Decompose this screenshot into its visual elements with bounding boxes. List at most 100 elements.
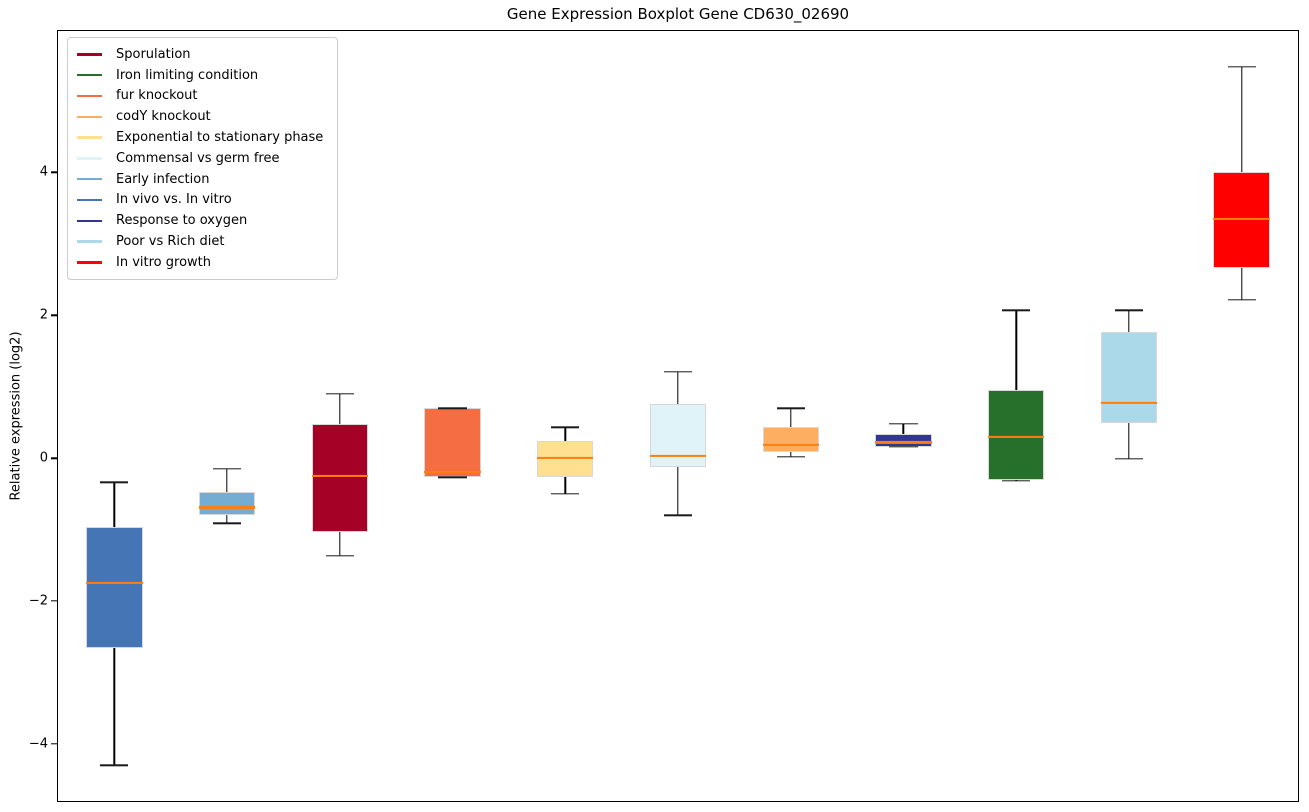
whisker-cap-upper — [438, 407, 467, 409]
y-tick-label: −2 — [28, 593, 48, 609]
legend-swatch — [77, 240, 102, 243]
y-tick-label: 2 — [39, 307, 48, 323]
legend-item: Response to oxygen — [77, 210, 323, 231]
whisker-cap-lower — [1227, 298, 1256, 301]
whisker-lower — [339, 532, 341, 556]
legend-item: codY knockout — [77, 106, 323, 127]
whisker-lower — [1240, 268, 1243, 300]
legend-label: Iron limiting condition — [116, 67, 259, 83]
whisker-upper — [902, 423, 905, 434]
whisker-upper — [339, 393, 341, 424]
whisker-cap-upper — [551, 426, 580, 429]
legend-label: In vitro growth — [116, 254, 211, 270]
median-line — [649, 454, 707, 458]
y-axis-label: Relative expression (log2) — [8, 331, 24, 501]
box-cody-knockout — [762, 427, 819, 453]
whisker-cap-upper — [325, 393, 354, 395]
whisker-upper — [677, 371, 679, 404]
legend-item: In vivo vs. In vitro — [77, 190, 323, 211]
whisker-cap-lower — [776, 456, 805, 458]
whisker-cap-upper — [1114, 309, 1143, 311]
box-fur-knockout — [424, 408, 481, 478]
legend-swatch — [77, 53, 102, 56]
whisker-upper — [113, 482, 116, 528]
y-tick-label: 0 — [39, 450, 48, 466]
median-line — [424, 470, 481, 473]
whisker-cap-upper — [1002, 309, 1031, 311]
chart-title: Gene Expression Boxplot Gene CD630_02690 — [506, 5, 850, 23]
y-tick — [51, 171, 57, 174]
whisker-upper — [1128, 310, 1130, 332]
whisker-cap-lower — [663, 514, 693, 516]
legend-item: Poor vs Rich diet — [77, 231, 323, 252]
legend-item: Early infection — [77, 169, 323, 190]
legend-label: Early infection — [116, 171, 210, 187]
whisker-lower — [1128, 423, 1130, 459]
box-iron-limiting-condition — [988, 389, 1045, 481]
whisker-lower — [113, 648, 116, 766]
median-line — [537, 457, 594, 460]
median-line — [988, 435, 1045, 438]
y-tick-label: 4 — [39, 164, 48, 180]
legend-label: fur knockout — [116, 88, 198, 104]
legend-label: Commensal vs germ free — [116, 150, 280, 166]
whisker-cap-upper — [776, 407, 805, 409]
y-tick — [51, 743, 57, 745]
legend-label: Poor vs Rich diet — [116, 234, 225, 250]
legend-swatch — [77, 136, 102, 139]
y-tick-label: −4 — [28, 736, 48, 752]
median-line — [311, 474, 368, 478]
whisker-cap-upper — [663, 371, 693, 373]
median-line — [762, 443, 819, 446]
box-poor-vs-rich-diet — [1100, 331, 1158, 424]
legend-label: Exponential to stationary phase — [116, 130, 324, 146]
y-tick — [51, 314, 57, 316]
legend-label: Response to oxygen — [116, 213, 248, 229]
legend-label: In vivo vs. In vitro — [116, 192, 232, 208]
whisker-cap-upper — [1227, 66, 1256, 68]
whisker-cap-lower — [325, 555, 354, 557]
legend-swatch — [77, 73, 102, 77]
legend-swatch — [77, 157, 102, 160]
median-line — [1100, 402, 1158, 405]
y-tick — [51, 600, 57, 602]
whisker-upper — [564, 427, 566, 441]
median-line — [86, 582, 143, 585]
whisker-upper — [1240, 66, 1243, 172]
legend-swatch — [77, 177, 102, 181]
whisker-cap-lower — [213, 522, 242, 524]
median-line — [198, 506, 256, 509]
whisker-lower — [677, 467, 679, 516]
legend-item: Iron limiting condition — [77, 65, 323, 86]
whisker-cap-upper — [100, 481, 129, 484]
legend-swatch — [77, 198, 102, 202]
whisker-cap-upper — [213, 468, 242, 470]
whisker-lower — [790, 452, 792, 457]
legend-label: codY knockout — [116, 109, 211, 125]
legend-item: Exponential to stationary phase — [77, 127, 323, 148]
whisker-cap-upper — [889, 423, 918, 425]
whisker-upper — [790, 408, 792, 428]
box-response-to-oxygen — [875, 433, 932, 447]
whisker-cap-lower — [551, 493, 580, 495]
median-line — [875, 441, 932, 444]
box-in-vivo-vs-in-vitro — [86, 527, 143, 649]
whisker-upper — [226, 468, 228, 493]
whisker-upper — [1015, 310, 1017, 390]
legend-item: fur knockout — [77, 86, 323, 107]
whisker-cap-lower — [438, 476, 467, 479]
legend-item: Sporulation — [77, 44, 323, 65]
whisker-cap-lower — [1002, 480, 1031, 482]
whisker-lower — [564, 476, 566, 494]
whisker-cap-lower — [889, 446, 918, 448]
whisker-cap-lower — [100, 764, 129, 766]
whisker-cap-lower — [1114, 458, 1143, 460]
legend-item: In vitro growth — [77, 252, 323, 273]
legend-swatch — [77, 219, 102, 223]
legend-label: Sporulation — [116, 46, 191, 62]
box-early-infection — [198, 492, 256, 516]
legend-swatch — [77, 94, 102, 98]
